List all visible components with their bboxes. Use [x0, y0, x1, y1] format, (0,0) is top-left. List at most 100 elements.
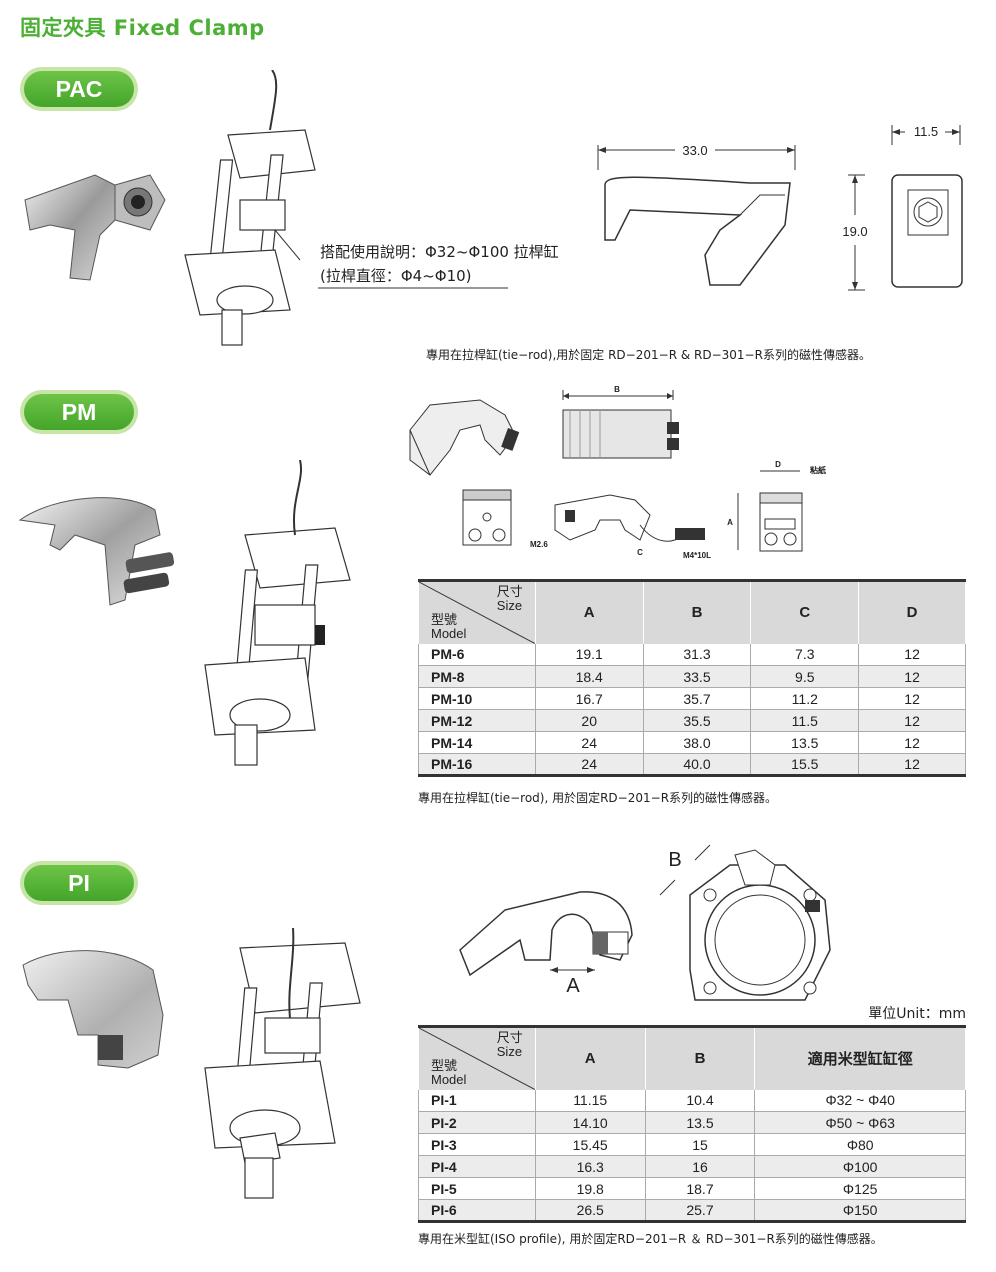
table-cell: 31.3: [642, 643, 752, 666]
pi-size-en: Size: [496, 1044, 523, 1059]
table-cell: 40.0: [642, 753, 752, 776]
pi-model-label: 型號: [431, 1057, 458, 1073]
table-cell: 15: [644, 1133, 756, 1156]
table-cell: 18.4: [534, 665, 644, 688]
pi-size-label: 尺寸: [496, 1030, 523, 1045]
table-cell: 15.45: [534, 1133, 646, 1156]
table-cell: 11.5: [750, 709, 860, 732]
pi-label-b: B: [668, 849, 681, 871]
table-cell: 15.5: [750, 753, 860, 776]
pi-unit-label: 單位Unit：mm: [868, 1006, 966, 1022]
pm-label-view: D 粘紙 A: [720, 455, 835, 560]
pm-col-b: B: [642, 580, 752, 644]
table-cell: 11.2: [750, 687, 860, 710]
table-cell: 13.5: [644, 1111, 756, 1134]
pm-badge-label: PM: [24, 394, 134, 430]
pm-cylinder-drawing: [200, 460, 365, 770]
table-cell: 19.1: [534, 643, 644, 666]
model-cell: PM-6: [418, 643, 536, 666]
table-cell: 20: [534, 709, 644, 732]
pi-label-a: A: [566, 975, 580, 997]
model-cell: PM-12: [418, 709, 536, 732]
model-cell: PM-8: [418, 665, 536, 688]
pm-col-c: C: [750, 580, 860, 644]
table-cell: Φ50 ~ Φ63: [754, 1111, 966, 1134]
table-cell: 12: [858, 731, 966, 754]
table-cell: 35.7: [642, 687, 752, 710]
pac-cylinder-drawing: [180, 70, 325, 355]
pi-clamp-photo: [18, 940, 168, 1070]
pm-size-en: Size: [496, 598, 523, 613]
pm-model-en: Model: [431, 625, 467, 641]
pm-label-m26: M2.6: [530, 540, 548, 549]
pm-label-d: D: [775, 460, 781, 469]
table-cell: Φ125: [754, 1177, 966, 1200]
pac-front-view: 33.0: [590, 135, 805, 295]
pi-badge: PI: [20, 861, 138, 905]
table-cell: 12: [858, 665, 966, 688]
pm-top-view: B: [555, 380, 680, 465]
table-cell: Φ150: [754, 1199, 966, 1222]
pi-badge-label: PI: [24, 865, 134, 901]
model-cell: PI-5: [418, 1177, 536, 1200]
model-cell: PM-10: [418, 687, 536, 710]
table-cell: 12: [858, 709, 966, 732]
pm-model-label: 型號: [431, 611, 458, 627]
pi-profile-view: B: [655, 840, 840, 1015]
table-cell: 24: [534, 731, 644, 754]
pac-usage-line2: (拉桿直徑：Φ4~Φ10): [320, 267, 472, 285]
page-title: 固定夾具 Fixed Clamp: [20, 16, 265, 40]
table-cell: 16: [644, 1155, 756, 1178]
table-cell: 12: [858, 643, 966, 666]
pm-label-sticker: 粘紙: [809, 465, 826, 475]
pm-badge: PM: [20, 390, 138, 434]
pi-model-en: Model: [431, 1071, 467, 1087]
pac-note: 專用在拉桿缸(tie−rod),用於固定 RD−201−R & RD−301−R…: [426, 348, 871, 362]
table-cell: 35.5: [642, 709, 752, 732]
table-cell: 16.7: [534, 687, 644, 710]
pm-label-m4: M4*10L: [683, 551, 711, 560]
model-cell: PI-1: [418, 1089, 536, 1112]
table-cell: 26.5: [534, 1199, 646, 1222]
table-cell: 33.5: [642, 665, 752, 688]
table-cell: 16.3: [534, 1155, 646, 1178]
pac-side-view: 11.5 19.0: [830, 120, 970, 295]
pi-col-bore: 適用米型缸缸徑: [754, 1026, 966, 1090]
model-cell: PM-16: [418, 753, 536, 776]
table-cell: Φ32 ~ Φ40: [754, 1089, 966, 1112]
table-cell: Φ100: [754, 1155, 966, 1178]
pac-clamp-photo: [20, 160, 170, 290]
model-cell: PI-4: [418, 1155, 536, 1178]
pm-label-b: B: [614, 385, 620, 394]
table-cell: 7.3: [750, 643, 860, 666]
table-cell: 14.10: [534, 1111, 646, 1134]
pm-end-view: [460, 485, 515, 550]
model-cell: PM-14: [418, 731, 536, 754]
table-cell: 19.8: [534, 1177, 646, 1200]
pac-usage-line1: 搭配使用說明：Φ32~Φ100 拉桿缸: [320, 243, 559, 261]
pac-dim-side-width: 11.5: [914, 124, 938, 139]
pac-badge: PAC: [20, 67, 138, 111]
pi-side-view: A: [450, 880, 650, 1000]
table-cell: Φ80: [754, 1133, 966, 1156]
model-cell: PI-2: [418, 1111, 536, 1134]
pi-col-b: B: [644, 1026, 756, 1090]
model-cell: PI-3: [418, 1133, 536, 1156]
pm-col-d: D: [858, 580, 966, 644]
pi-col-a: A: [534, 1026, 646, 1090]
table-cell: 18.7: [644, 1177, 756, 1200]
